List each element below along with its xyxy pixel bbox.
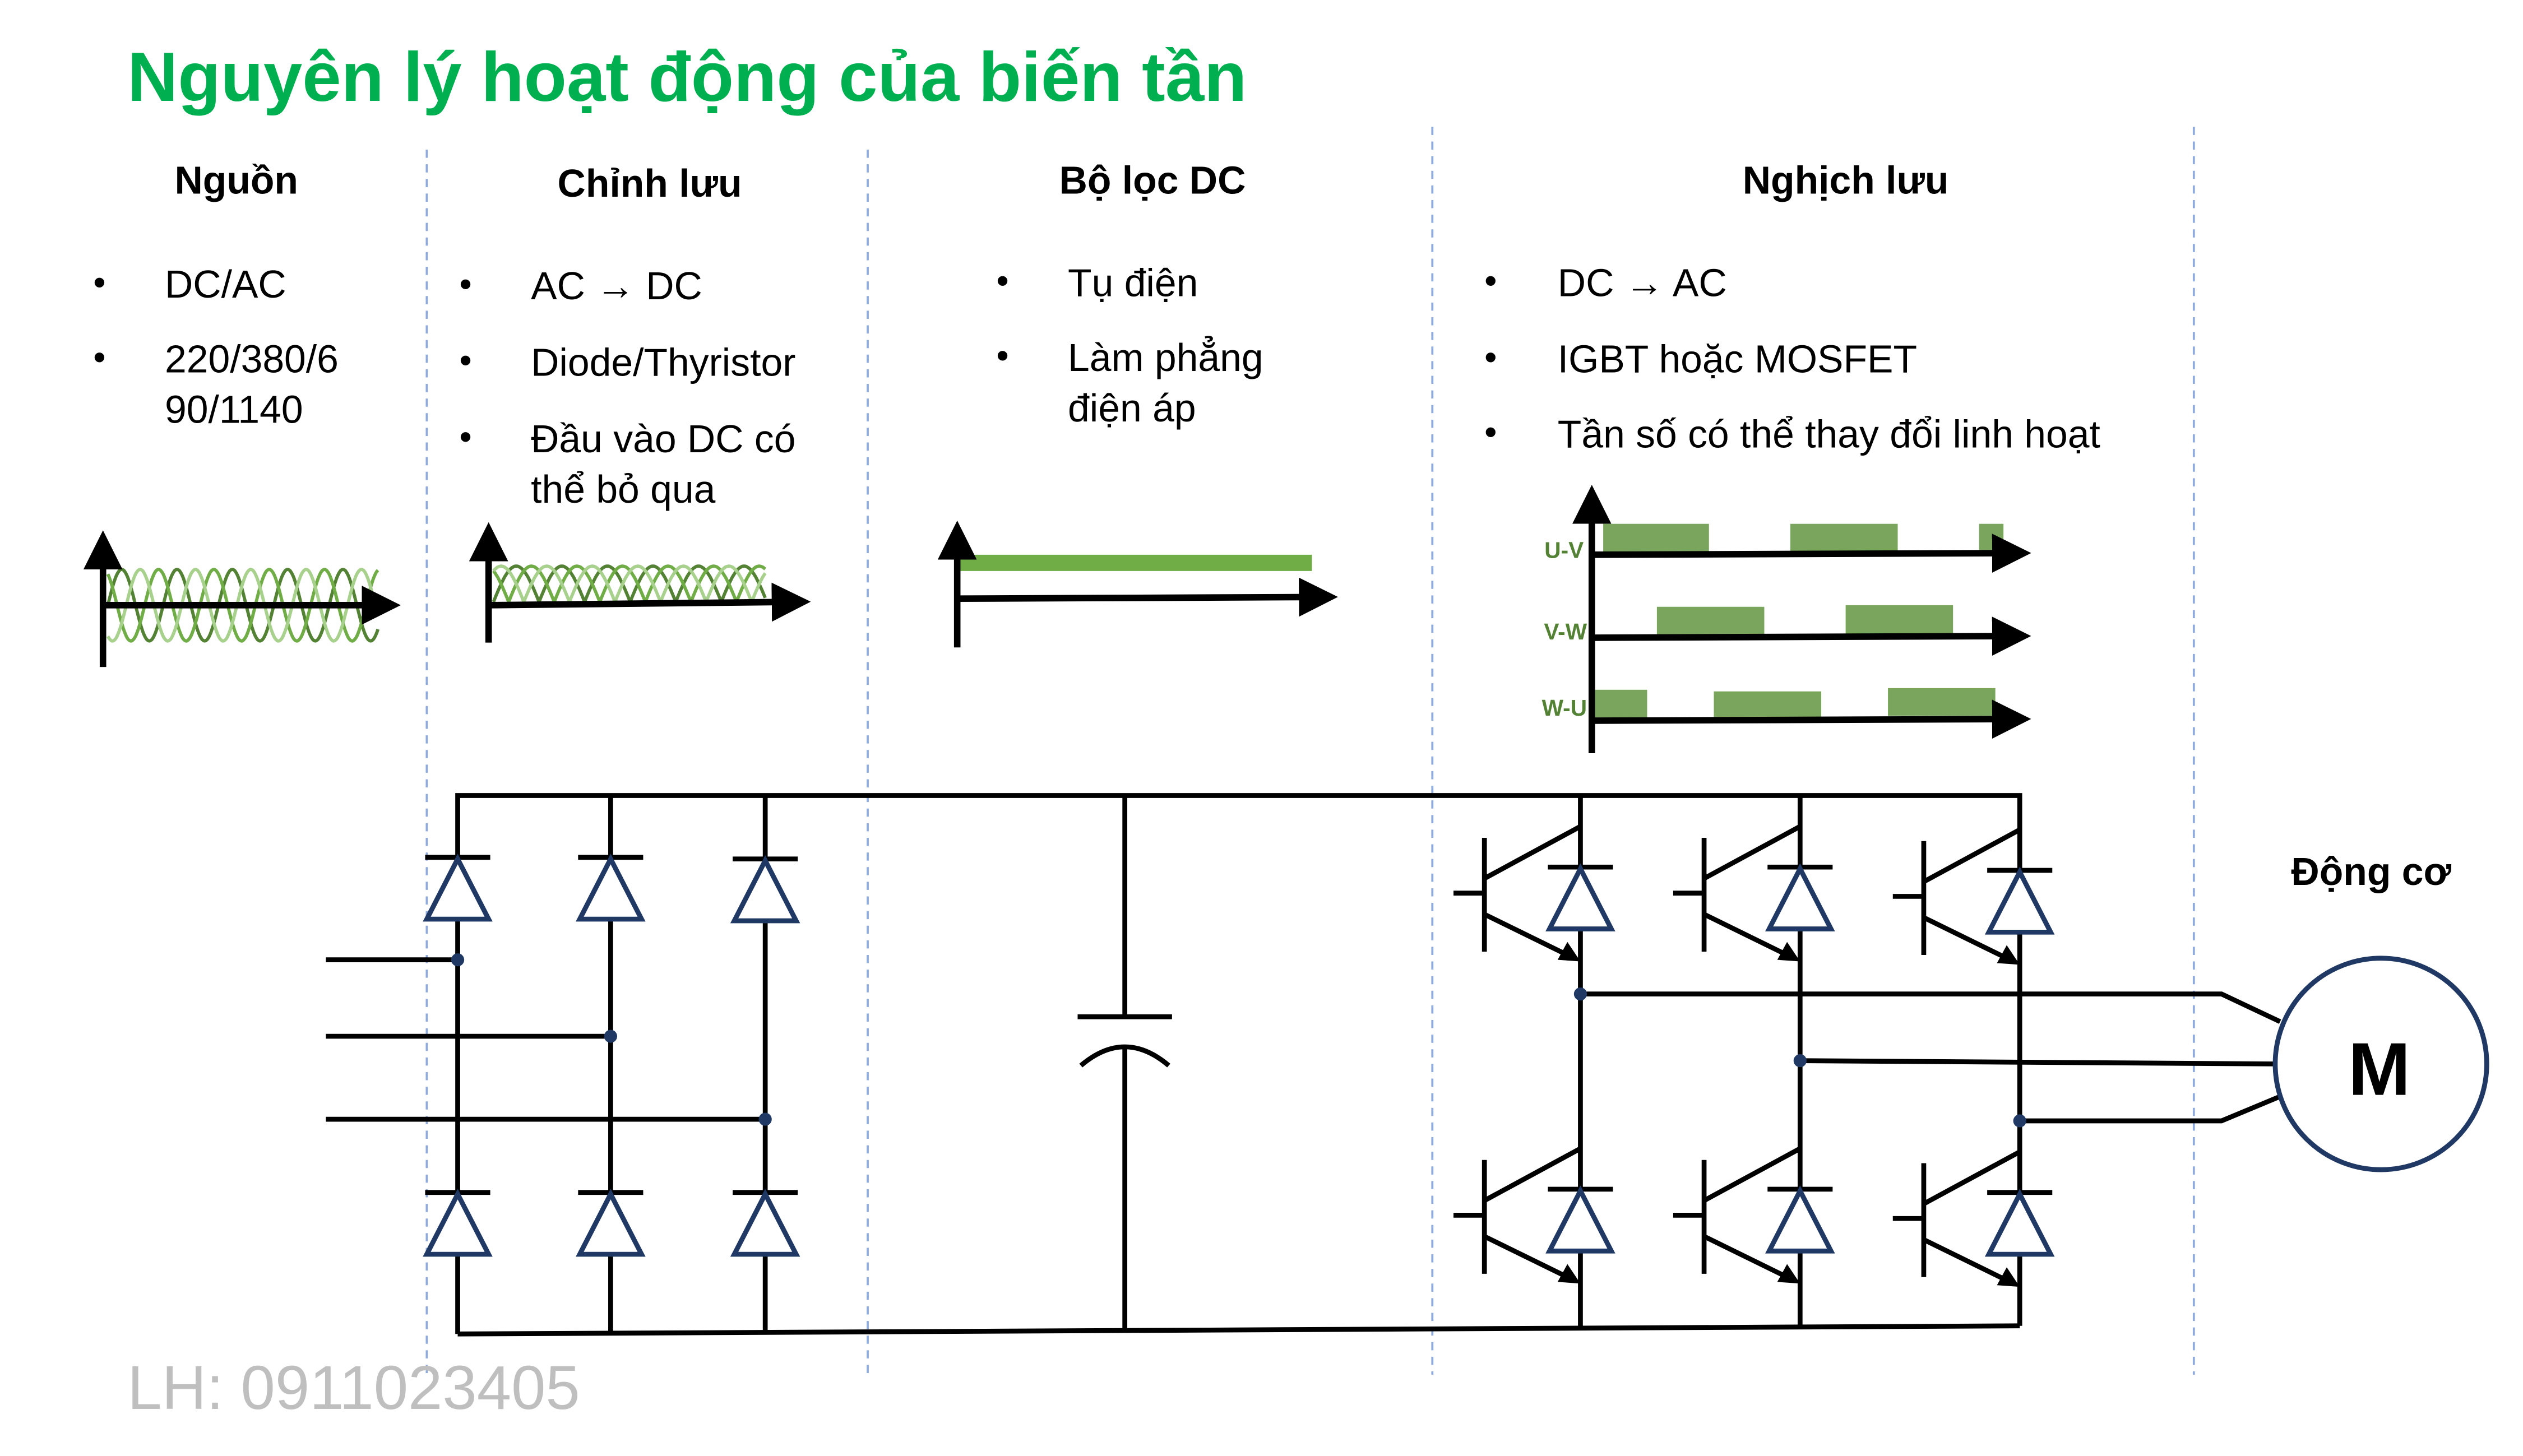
dc-level-bar [960,554,1312,571]
rectified-phase-curve [492,564,767,606]
capacitor-icon [1077,795,1172,1331]
bullet-text: Đầu vào DC có [531,417,795,461]
pwm-axis-vw [1591,616,2031,656]
pwm-axis-wu [1591,699,2031,739]
pwm-label-vw: V-W [1544,619,1587,644]
bullet-icon: • [93,337,105,377]
bullet-text: thể bỏ qua [531,467,715,511]
pwm-label-wu: W-U [1542,695,1587,721]
pwm-pulse [1714,691,1822,718]
bullet-text: Tụ điện [1068,261,1198,304]
igbt-icon [1673,1148,1832,1283]
bullet-icon: • [996,335,1008,375]
bullet-text: điện áp [1068,386,1196,430]
junction-dot [604,1030,617,1043]
output-phase-line [1580,991,2281,1024]
header-source: Nguồn [174,158,298,202]
bullet-text: Làm phẳng [1068,335,1263,379]
rectified-phase-curve [492,564,767,604]
contact-footer: LH: 0911023405 [127,1353,580,1422]
ac-phase-curve [106,568,380,643]
page-title: Nguyên lý hoạt động của biến tần [127,38,1247,116]
bullet-icon: • [459,340,471,381]
igbt-icon [1893,1152,2052,1287]
diode-icon [733,1193,798,1254]
pwm-pulse [1656,606,1765,635]
bullet-text: 220/380/6 [165,337,339,381]
igbt-icon [1453,827,1613,962]
bullet-text: Diode/Thyristor [531,341,795,384]
junction-dot [1793,1054,1807,1068]
pwm-axis-uv [1591,534,2031,573]
ac-phase-curve [106,568,379,643]
igbt-icon [1453,1148,1613,1283]
ac-waveform [106,568,380,643]
dc-x-axis [957,577,1338,617]
diode-icon [578,1193,643,1254]
pwm-label-uv: U-V [1544,537,1584,563]
rectified-waveform [492,564,767,606]
junction-dot [1573,987,1587,1001]
diode-icon [733,859,798,921]
diode-icon [425,857,490,919]
pwm-pulse [1790,523,1898,552]
motor-symbol: M [2348,1028,2410,1111]
bullet-icon: • [1484,261,1497,301]
header-motor: Động cơ [2291,850,2451,893]
circuit: M [326,793,2489,1337]
bullet-icon: • [459,263,471,304]
bullet-text: DC/AC [165,262,286,306]
dc-bus-negative [457,1323,2020,1337]
junction-dot [2013,1114,2026,1128]
motor-icon [2272,956,2489,1172]
junction-dot [758,1112,772,1126]
bullet-text: DC → AC [1558,261,1727,304]
bullet-icon: • [459,416,471,457]
header-inverter: Nghịch lưu [1743,158,1949,202]
pwm-waveform [1595,523,2004,718]
bullet-text: Tần số có thể thay đổi linh hoạt [1558,412,2100,456]
header-dc-filter: Bộ lọc DC [1059,158,1246,202]
bullet-text: 90/1140 [165,388,303,432]
igbt-icon [1673,827,1832,962]
bullet-icon: • [996,261,1008,301]
pwm-pulse [1595,689,1647,718]
igbt-icon [1893,829,2052,965]
junction-dot [451,953,465,967]
pwm-pulse [1888,688,1996,716]
pwm-pulse [1845,605,1953,635]
diode-icon [425,1193,490,1254]
rect-x-axis [488,582,811,622]
output-phase-line [1800,1058,2275,1067]
bullet-icon: • [1484,337,1497,377]
bullet-text: IGBT hoặc MOSFET [1558,337,1917,381]
bullet-icon: • [93,262,105,302]
pwm-pulse [1603,523,1709,552]
pwm-pulse [1979,523,2004,552]
diode-icon [578,857,643,919]
output-phase-line [2020,1094,2281,1124]
bullet-icon: • [1484,411,1497,452]
bullet-text: AC → DC [531,264,702,308]
header-rectifier: Chỉnh lưu [558,161,742,205]
